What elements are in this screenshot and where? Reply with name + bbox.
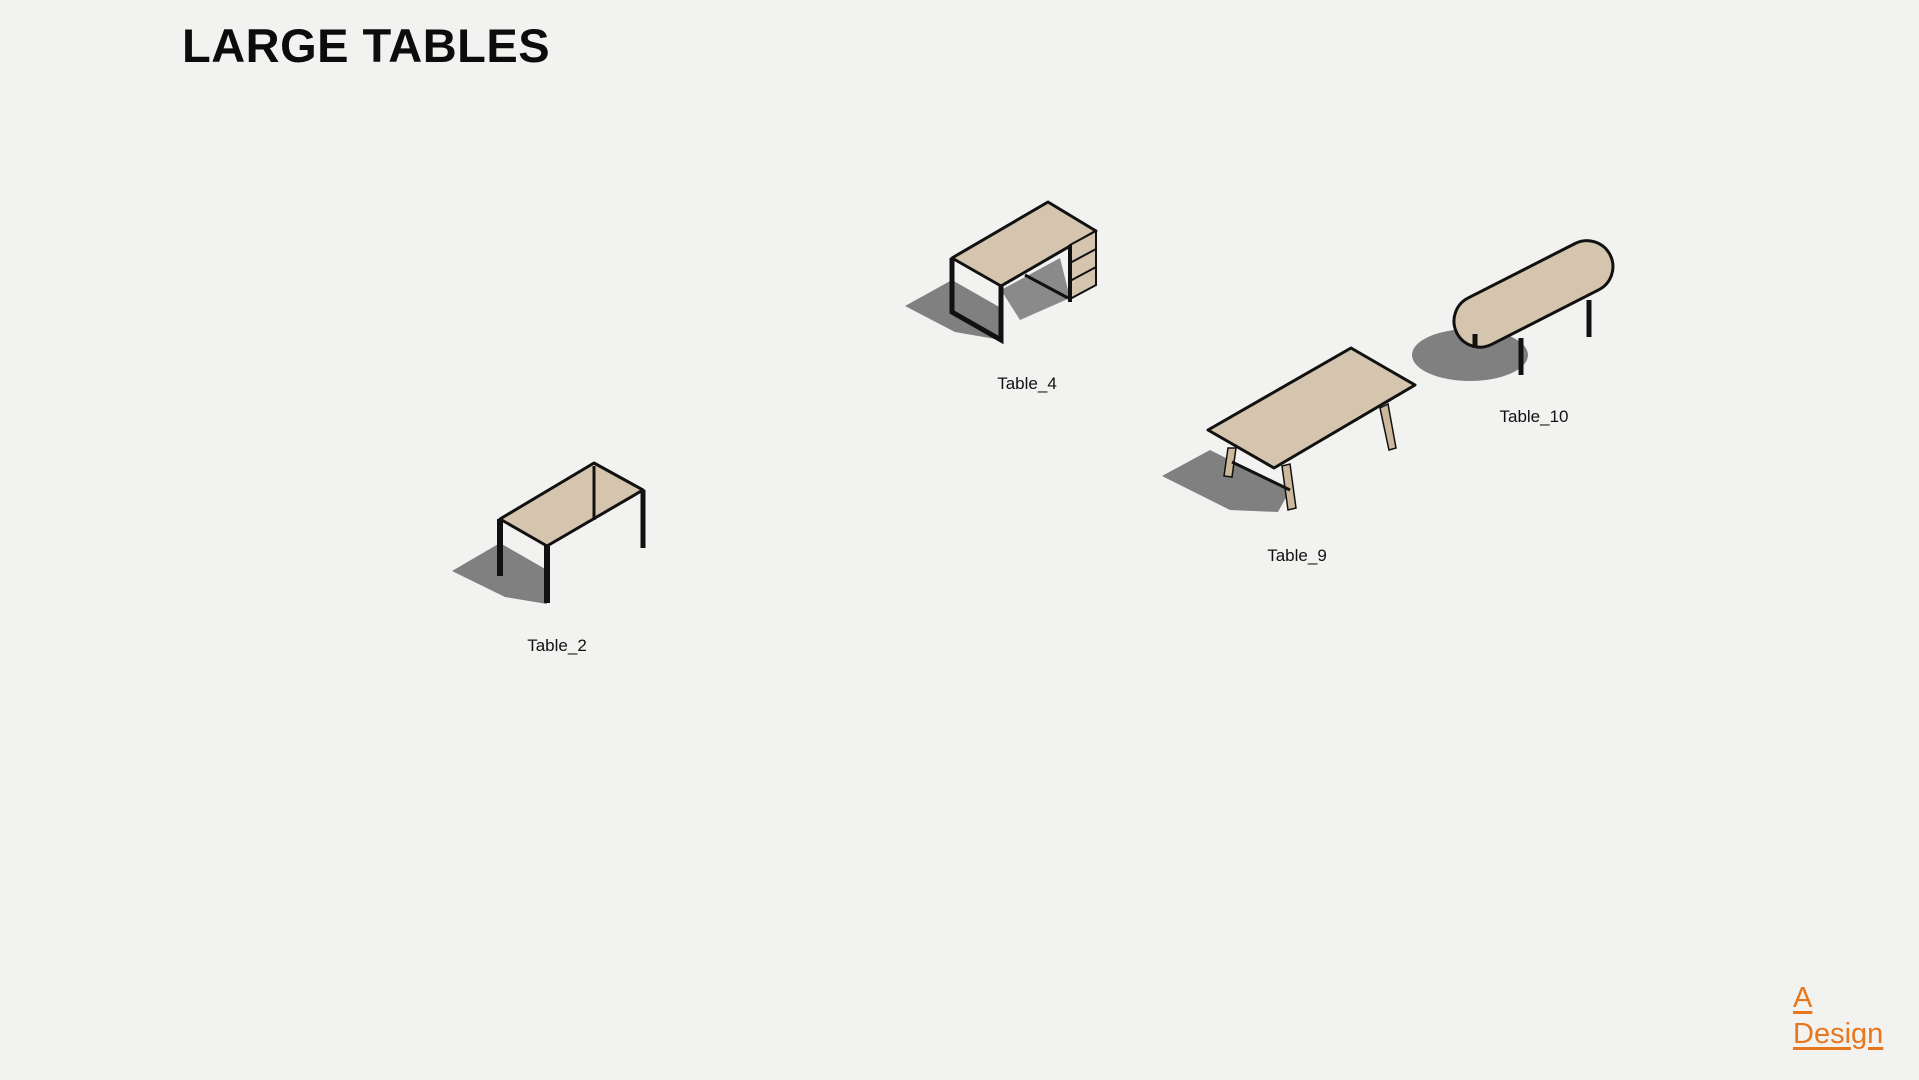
logo-line-2: Design [1793,1018,1884,1050]
table-10-image[interactable] [1412,232,1622,381]
table-4-label: Table_4 [997,374,1057,393]
table-2-image[interactable] [452,461,646,604]
table-9-image[interactable] [1162,346,1417,512]
table-9-label: Table_9 [1267,546,1327,565]
table-4-image[interactable] [905,200,1098,345]
table-2-label: Table_2 [527,636,587,655]
page-title: LARGE TABLES [182,19,551,72]
table-10-label: Table_10 [1499,407,1569,426]
a-design-logo[interactable]: A Design [1793,980,1883,1052]
logo-line-1: A [1793,982,1813,1014]
